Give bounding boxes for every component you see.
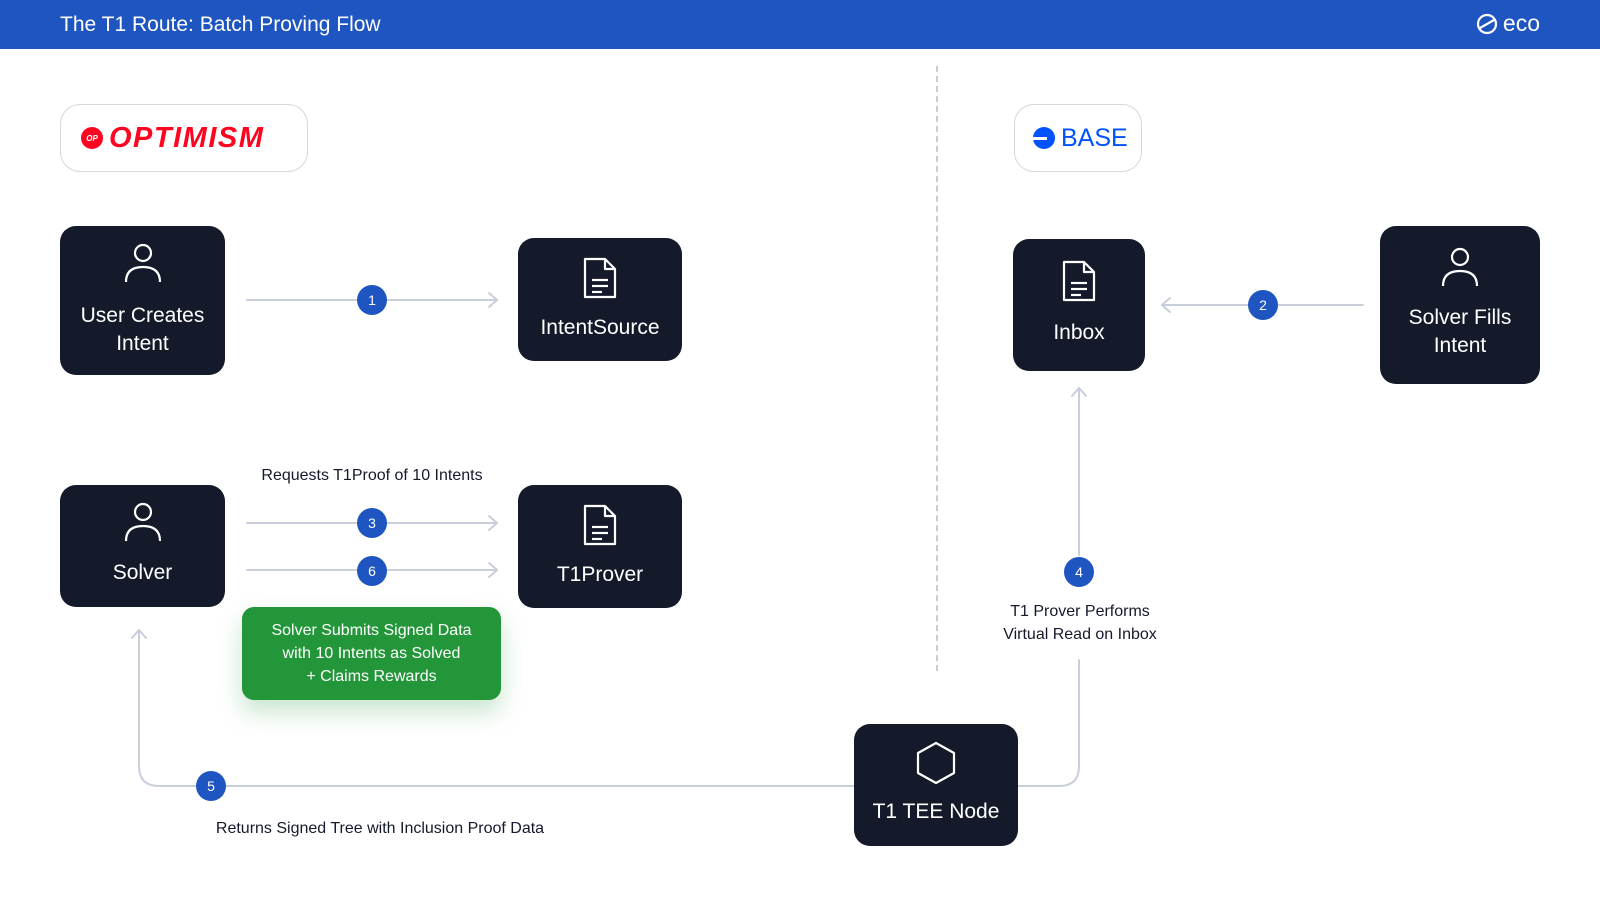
user-icon	[60, 501, 225, 543]
document-icon	[1013, 259, 1145, 303]
t1prover-node: T1Prover	[518, 485, 682, 608]
step-1-badge: 1	[357, 285, 387, 315]
user-creates-intent-node: User Creates Intent	[60, 226, 225, 375]
request-proof-caption: Requests T1Proof of 10 Intents	[261, 467, 483, 484]
optimism-logo-icon: OP	[81, 127, 103, 149]
callout-line2: with 10 Intents as Solved	[282, 645, 461, 662]
user-label-line1: User Creates	[80, 304, 205, 327]
optimism-name: OPTIMISM	[109, 121, 265, 154]
virtual-read-caption-line1: T1 Prover Performs	[1010, 603, 1150, 620]
arrowhead-3	[488, 515, 498, 531]
inbox-node: Inbox	[1013, 239, 1145, 371]
intentsource-node: IntentSource	[518, 238, 682, 361]
callout-line1: Solver Submits Signed Data	[271, 622, 472, 639]
document-icon	[518, 256, 682, 300]
hexagon-icon	[854, 740, 1018, 786]
base-name: BASE	[1061, 123, 1128, 152]
inbox-label: Inbox	[1053, 321, 1105, 344]
arrowhead-6	[488, 562, 498, 578]
callout-line3: + Claims Rewards	[306, 668, 437, 685]
brand-name: eco	[1502, 10, 1540, 36]
arrowhead-5	[131, 629, 147, 639]
base-chain-label: BASE	[1014, 104, 1142, 172]
solver-fills-label-line1: Solver Fills	[1408, 306, 1512, 329]
user-icon	[60, 242, 225, 284]
arrowhead-4	[1071, 387, 1087, 397]
eco-logo-icon	[1476, 13, 1498, 34]
user-icon	[1380, 246, 1540, 288]
solver-fills-intent-label: Solver Fills Intent	[1380, 304, 1540, 360]
arrowhead-1	[488, 292, 498, 308]
arrow-tee-to-inbox	[1017, 659, 1080, 787]
step-3-badge: 3	[357, 508, 387, 538]
step-4-badge: 4	[1064, 557, 1094, 587]
eco-logo: eco	[1475, 10, 1540, 37]
virtual-read-caption: T1 Prover Performs Virtual Read on Inbox	[960, 600, 1200, 646]
intentsource-label: IntentSource	[540, 316, 660, 339]
chain-divider	[936, 66, 938, 671]
solver-label: Solver	[112, 561, 173, 584]
document-icon	[518, 503, 682, 547]
solver-node: Solver	[60, 485, 225, 607]
solver-fills-intent-node: Solver Fills Intent	[1380, 226, 1540, 384]
step-5-badge: 5	[196, 771, 226, 801]
base-logo-icon	[1033, 127, 1055, 149]
claims-rewards-callout: Solver Submits Signed Data with 10 Inten…	[242, 607, 501, 700]
step-2-badge: 2	[1248, 290, 1278, 320]
t1prover-label: T1Prover	[556, 563, 644, 586]
arrow-tee-to-solver	[138, 629, 855, 787]
solver-fills-label-line2: Intent	[1433, 334, 1487, 357]
header-bar: The T1 Route: Batch Proving Flow eco	[0, 0, 1600, 49]
user-creates-intent-label: User Creates Intent	[60, 302, 225, 358]
t1-tee-node-label: T1 TEE Node	[872, 800, 1000, 823]
arrowhead-2	[1161, 297, 1171, 313]
step-6-badge: 6	[357, 556, 387, 586]
user-label-line2: Intent	[116, 332, 169, 355]
virtual-read-caption-line2: Virtual Read on Inbox	[1003, 626, 1157, 643]
t1-tee-node: T1 TEE Node	[854, 724, 1018, 846]
returns-tree-caption: Returns Signed Tree with Inclusion Proof…	[215, 820, 545, 837]
page-title: The T1 Route: Batch Proving Flow	[60, 13, 381, 36]
optimism-chain-label: OP OPTIMISM	[60, 104, 308, 172]
